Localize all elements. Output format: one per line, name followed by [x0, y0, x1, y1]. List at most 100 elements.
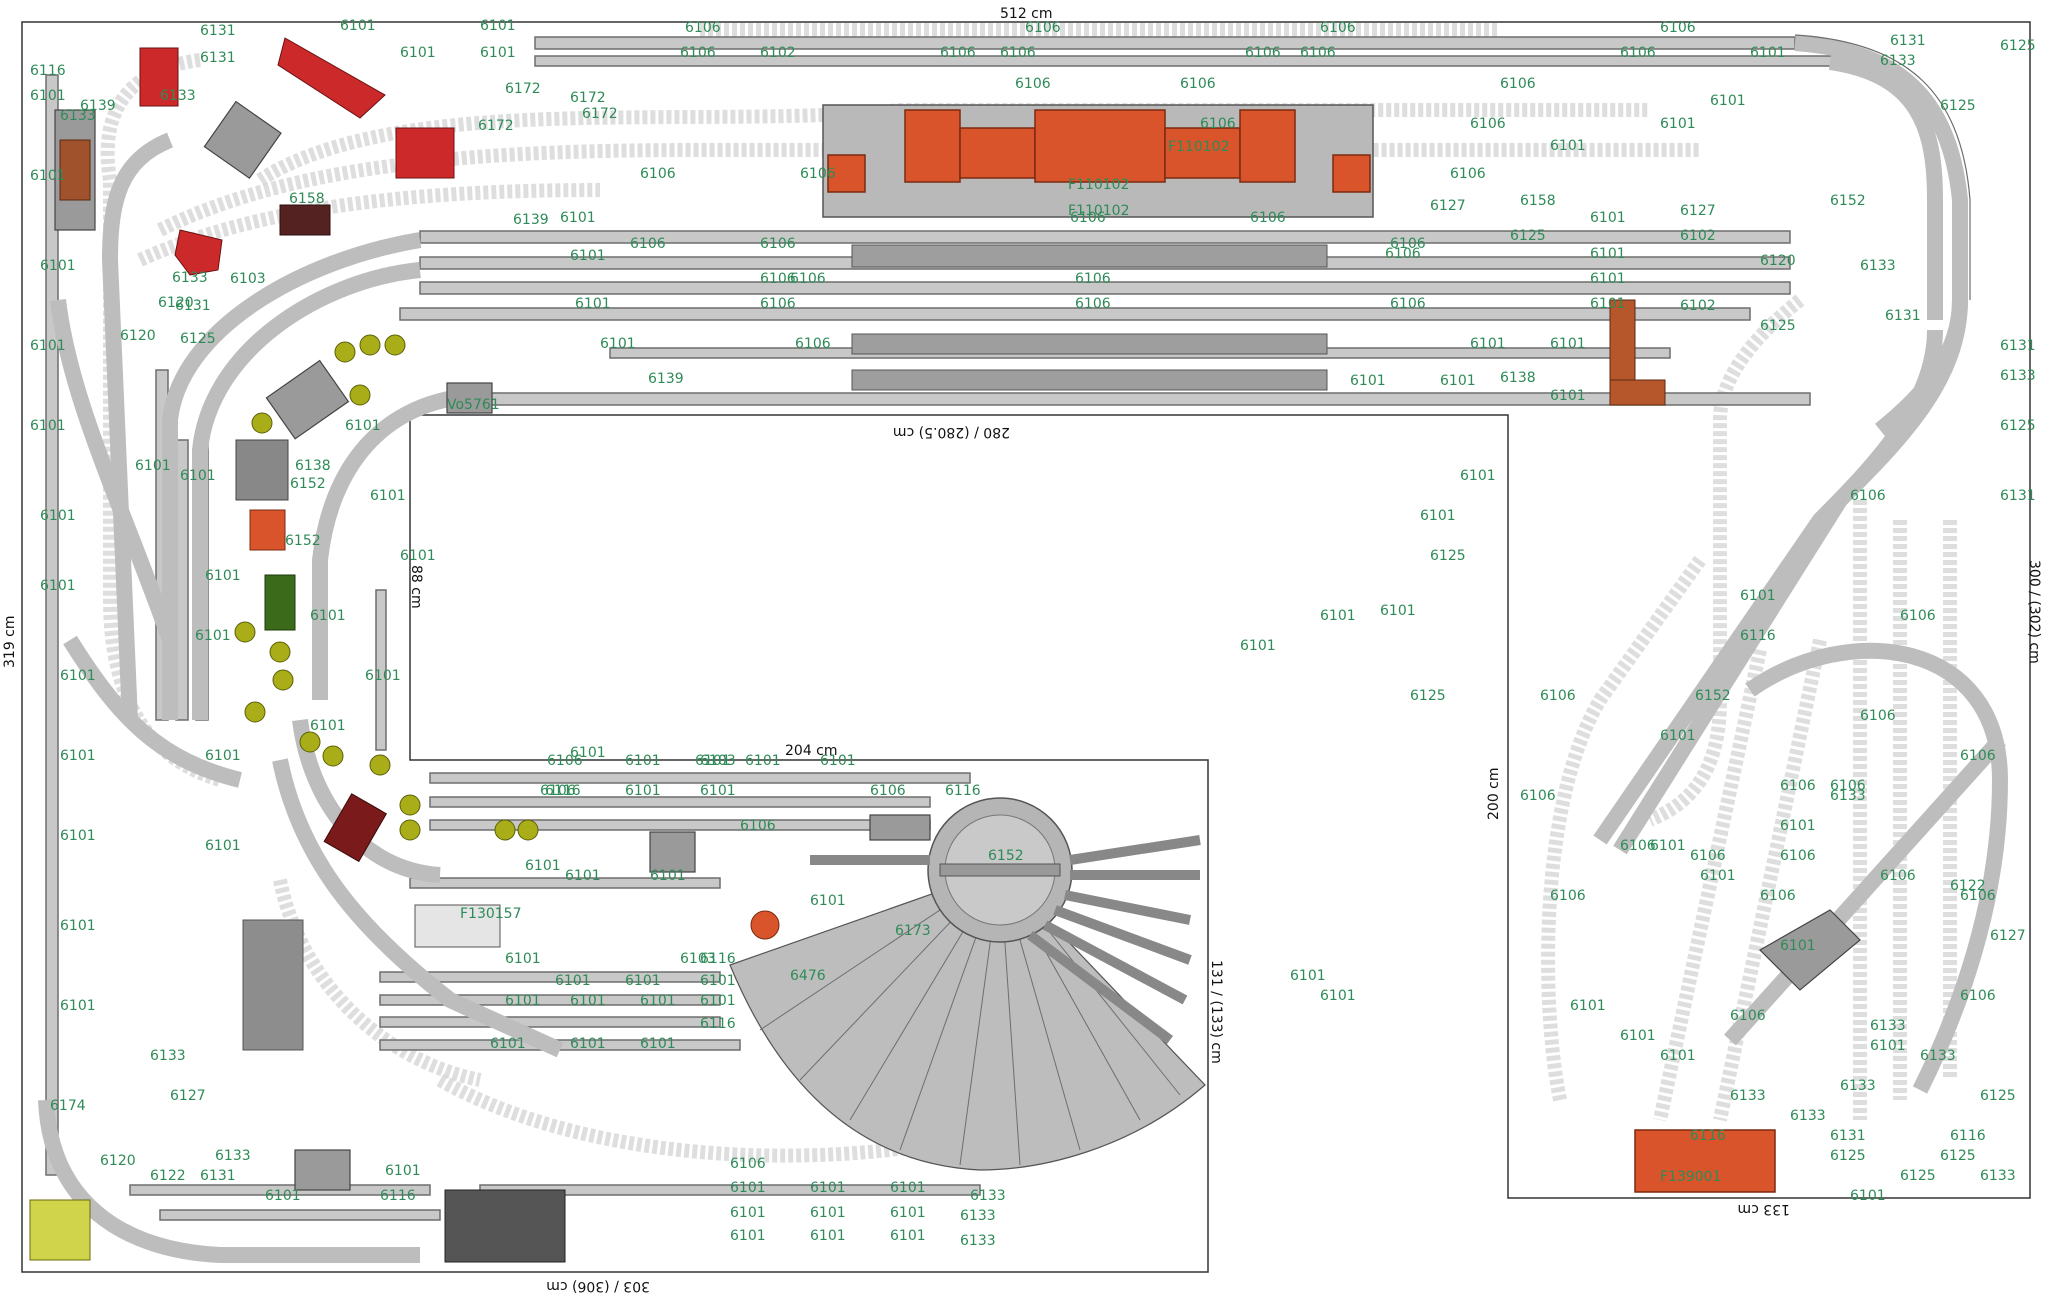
track-code-label: 6106	[1960, 888, 1996, 904]
track-code-label: 6101	[385, 1163, 421, 1179]
track-code-label: 6125	[1900, 1168, 1936, 1184]
track-code-label: 6116	[1690, 1128, 1726, 1144]
track-code-label: 6106	[795, 336, 831, 352]
track-code-label: 6125	[1980, 1088, 2016, 1104]
track-code-label: 6101	[560, 210, 596, 226]
track-code-label: 6101	[310, 608, 346, 624]
track-code-label: 6152	[290, 476, 326, 492]
dim-right-inner: 200 cm	[1486, 767, 1502, 820]
track-code-label: 6106	[1025, 20, 1061, 36]
track-code-label: 6133	[215, 1148, 251, 1164]
track-code-label: 6133	[1920, 1048, 1956, 1064]
track-code-label: 6101	[60, 748, 96, 764]
track-code-label: 6101	[480, 18, 516, 34]
track-code-label: 6101	[575, 296, 611, 312]
track-code-label: 6101	[810, 1228, 846, 1244]
track-code-label: 6101	[1850, 1188, 1886, 1204]
track-code-label: 6106	[1900, 608, 1936, 624]
track-code-label: 6101	[1550, 336, 1586, 352]
track-code-label: 6116	[30, 63, 66, 79]
track-code-label: 6101	[195, 628, 231, 644]
track-code-label: 6138	[295, 458, 331, 474]
track-code-label: 6106	[540, 783, 576, 799]
track-code-label: 6106	[1730, 1008, 1766, 1024]
track-code-label: 6106	[1390, 296, 1426, 312]
track-code-label: 6106	[1180, 76, 1216, 92]
track-code-label: 6101	[570, 1036, 606, 1052]
track-code-label: 6106	[1960, 748, 1996, 764]
track-code-label: 6158	[289, 191, 325, 207]
track-code-label: 6133	[2000, 368, 2036, 384]
track-code-label: 6133	[1860, 258, 1896, 274]
track-code-label: 6120	[158, 295, 194, 311]
track-code-label: 6106	[685, 20, 721, 36]
track-code-label: 6106	[1320, 20, 1356, 36]
track-code-label: 6133	[1730, 1088, 1766, 1104]
track-code-label: 6101	[400, 45, 436, 61]
track-code-label: 6101	[600, 336, 636, 352]
track-code-label: 6106	[1250, 210, 1286, 226]
track-code-label: 6101	[205, 838, 241, 854]
track-code-label: 6131	[200, 1168, 236, 1184]
track-code-label: 6106	[1200, 116, 1236, 132]
track-code-label: 6133	[1790, 1108, 1826, 1124]
station-label-2: F110102	[1068, 177, 1130, 193]
track-code-label: 6101	[650, 868, 686, 884]
track-code-label: 6101	[345, 418, 381, 434]
track-code-label: 6120	[120, 328, 156, 344]
track-code-label: 6101	[890, 1205, 926, 1221]
track-code-label: 6106	[630, 236, 666, 252]
track-code-label: 6106	[870, 783, 906, 799]
track-code-label: 6101	[1240, 638, 1276, 654]
track-code-label: 6101	[30, 338, 66, 354]
track-code-label: 6116	[1950, 1128, 1986, 1144]
track-code-label: 6101	[640, 1036, 676, 1052]
track-code-label: 6101	[135, 458, 171, 474]
track-code-label: 6122	[150, 1168, 186, 1184]
station-label-1: F110102	[1168, 139, 1230, 155]
dim-lower-width: 204 cm	[785, 743, 838, 759]
track-code-label: 6101	[730, 1228, 766, 1244]
track-code-label: 6101	[730, 1180, 766, 1196]
track-code-label: 6101	[1320, 608, 1356, 624]
track-code-label: 6106	[1385, 246, 1421, 262]
track-code-label: 6101	[400, 548, 436, 564]
track-code-label: 6101	[60, 668, 96, 684]
track-code-label: 6131	[1830, 1128, 1866, 1144]
track-code-label: 6131	[200, 50, 236, 66]
track-code-label: 6133	[1840, 1078, 1876, 1094]
track-code-label: 6133	[160, 88, 196, 104]
track-code-label: 6101	[1460, 468, 1496, 484]
dim-right-height: 300 / (302) cm	[2026, 560, 2042, 664]
track-code-label: 6101	[1710, 93, 1746, 109]
track-code-label: 6101	[1320, 988, 1356, 1004]
main-station: F110102 F110102 F110102	[822, 104, 1374, 219]
track-code-label: 6106	[740, 818, 776, 834]
track-code-label: 6106	[760, 296, 796, 312]
track-code-label: 6106	[940, 45, 976, 61]
track-code-label: 6103	[680, 951, 716, 967]
track-code-label: 6101	[1590, 271, 1626, 287]
dim-top-width: 512 cm	[1000, 6, 1053, 22]
track-code-label: 6101	[480, 45, 516, 61]
scenery-buildings: Vo5761 F139001 F130157	[29, 37, 1861, 1263]
track-code-label: 6131	[1885, 308, 1921, 324]
track-code-label: 6101	[40, 258, 76, 274]
track-code-label: 6101	[1590, 246, 1626, 262]
track-code-label: 6106	[800, 166, 836, 182]
track-code-label: 6101	[1740, 588, 1776, 604]
track-code-label: 6101	[810, 1180, 846, 1196]
track-code-label: 6131	[175, 298, 211, 314]
dimension-labels: 512 cm 319 cm 300 / (302) cm 280 / (280.…	[2, 6, 2042, 1293]
track-code-label: 6106	[1760, 888, 1796, 904]
track-code-label: 6101	[625, 783, 661, 799]
track-code-label: 6101	[1650, 838, 1686, 854]
track-code-label: 6125	[1940, 98, 1976, 114]
track-code-label: 6106	[1000, 45, 1036, 61]
track-code-label: 6125	[2000, 418, 2036, 434]
track-code-label: 6101	[60, 828, 96, 844]
track-code-label: 6172	[582, 106, 618, 122]
track-code-label: 6101	[1590, 296, 1626, 312]
track-code-label: 6127	[1680, 203, 1716, 219]
